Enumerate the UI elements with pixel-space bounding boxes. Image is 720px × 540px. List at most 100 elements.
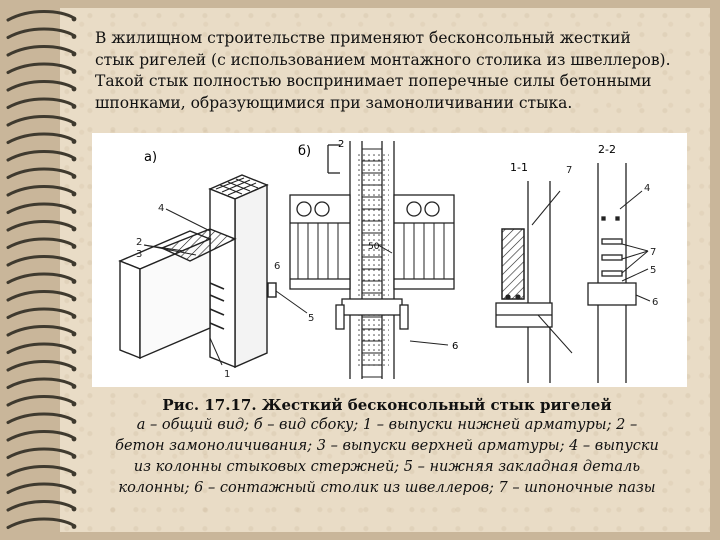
column-rebar-ladder bbox=[361, 141, 383, 379]
spiral-ring bbox=[6, 272, 76, 284]
key-groove-1 bbox=[601, 238, 623, 245]
spiral-hole bbox=[71, 524, 77, 529]
spiral-hole bbox=[71, 86, 77, 92]
spiral-ring bbox=[6, 377, 76, 389]
caption-title: Рис. 17.17. Жесткий бесконсольный стык р… bbox=[162, 396, 612, 414]
drawing-svg: а) 4 2 3 1 5 6 bbox=[118, 139, 658, 383]
spiral-hole bbox=[71, 121, 77, 127]
spiral-hole bbox=[71, 384, 77, 389]
beam-left-stirrups bbox=[297, 223, 339, 279]
spiral-hole bbox=[71, 209, 77, 214]
spiral-ring bbox=[6, 132, 76, 144]
spiral-hole bbox=[71, 471, 77, 477]
duct-right-1 bbox=[406, 201, 422, 217]
spiral-ring bbox=[6, 517, 76, 529]
spiral-hole bbox=[71, 454, 77, 459]
spiral-ring bbox=[6, 62, 76, 74]
spiral-hole bbox=[71, 314, 77, 319]
spiral-ring bbox=[6, 115, 76, 127]
spiral-hole bbox=[71, 174, 77, 179]
girder-end bbox=[119, 259, 141, 360]
spiral-ring bbox=[6, 45, 76, 57]
spiral-ring bbox=[6, 412, 76, 424]
callout-2: 2 bbox=[136, 237, 142, 248]
spiral-ring bbox=[6, 167, 76, 179]
spiral-hole bbox=[71, 419, 77, 424]
spiral-ring bbox=[6, 430, 76, 442]
callouts-b: 7 4 7 5 6 bbox=[566, 165, 658, 308]
spiral-hole bbox=[71, 104, 77, 109]
seat-channel bbox=[341, 298, 403, 316]
beam-right-stirrups bbox=[403, 223, 445, 279]
callout-6-b: 6 bbox=[452, 341, 458, 352]
spiral-ring bbox=[6, 10, 76, 22]
spiral-hole bbox=[71, 16, 77, 22]
spiral-hole bbox=[71, 51, 77, 57]
spiral-ring bbox=[6, 360, 76, 372]
section-22-title: 2-2 bbox=[598, 143, 616, 156]
spiral-hole bbox=[71, 191, 77, 197]
spiral-ring bbox=[6, 80, 76, 92]
spiral-ring bbox=[6, 202, 76, 214]
spiral-hole bbox=[71, 489, 77, 494]
duct-left-1 bbox=[296, 201, 312, 217]
view-a bbox=[118, 174, 308, 369]
spiral-ring bbox=[6, 220, 76, 232]
technical-drawing: а) 4 2 3 1 5 6 bbox=[92, 133, 687, 387]
callout-5: 5 bbox=[308, 313, 314, 324]
cut-mark: 2 bbox=[338, 139, 344, 150]
column-rebar-grid bbox=[215, 177, 259, 196]
figure-caption: Рис. 17.17. Жесткий бесконсольный стык р… bbox=[82, 395, 692, 499]
callout-b-5: 5 bbox=[650, 265, 656, 276]
dimension-50: 50 bbox=[368, 242, 380, 252]
spiral-hole bbox=[71, 156, 77, 162]
spiral-ring bbox=[6, 150, 76, 162]
spiral-hole bbox=[71, 69, 77, 74]
spiral-hole bbox=[71, 261, 77, 267]
spiral-hole bbox=[71, 436, 77, 442]
view-b bbox=[289, 141, 455, 379]
section-11-hatch bbox=[501, 228, 525, 300]
section-1-1 bbox=[495, 181, 573, 383]
key-groove-2 bbox=[601, 254, 623, 261]
spiral-ring bbox=[6, 237, 76, 249]
spiral-ring bbox=[6, 447, 76, 459]
section-22-seat bbox=[587, 282, 637, 306]
key-groove-3 bbox=[601, 270, 623, 277]
column-front bbox=[209, 187, 236, 369]
caption-line: колонны; 6 – сонтажный столик из швеллер… bbox=[118, 480, 656, 496]
spiral-hole bbox=[71, 139, 77, 144]
spiral-ring bbox=[6, 290, 76, 302]
spiral-hole bbox=[71, 226, 77, 232]
callout-4: 4 bbox=[158, 203, 164, 214]
heading-line: Такой стык полностью воспринимает попере… bbox=[95, 72, 652, 90]
section-11-title: 1-1 bbox=[510, 161, 528, 174]
duct-right-2 bbox=[424, 201, 440, 217]
caption-line: а – общий вид; б – вид сбоку; 1 – выпуск… bbox=[136, 417, 638, 433]
caption-body: а – общий вид; б – вид сбоку; 1 – выпуск… bbox=[82, 415, 692, 499]
spiral-ring bbox=[6, 500, 76, 512]
callout-3: 3 bbox=[136, 249, 142, 260]
callout-b-7: 7 bbox=[566, 165, 572, 176]
callouts-a: 4 2 3 1 5 6 bbox=[136, 203, 314, 380]
section-2-2 bbox=[587, 163, 651, 383]
spiral-ring bbox=[6, 465, 76, 477]
leaders-b bbox=[377, 244, 449, 346]
spiral-ring bbox=[6, 395, 76, 407]
callout-b-4: 4 bbox=[644, 183, 650, 194]
spiral-ring bbox=[6, 482, 76, 494]
label-b: б) bbox=[298, 144, 311, 159]
spiral-hole bbox=[71, 349, 77, 354]
caption-line: из колонны стыковых стержней; 5 – нижняя… bbox=[133, 459, 641, 475]
beam-left bbox=[289, 194, 351, 290]
spiral-ring bbox=[6, 325, 76, 337]
heading-line: шпонками, образующимися при замоноличива… bbox=[95, 93, 573, 112]
joint-concrete bbox=[160, 228, 237, 262]
spiral-ring bbox=[6, 255, 76, 267]
spiral-hole bbox=[71, 34, 77, 39]
column-side bbox=[234, 183, 268, 369]
spiral-hole bbox=[71, 401, 77, 407]
callout-6: 6 bbox=[274, 261, 280, 272]
embedded-plate bbox=[267, 282, 277, 298]
spiral-ring bbox=[6, 307, 76, 319]
